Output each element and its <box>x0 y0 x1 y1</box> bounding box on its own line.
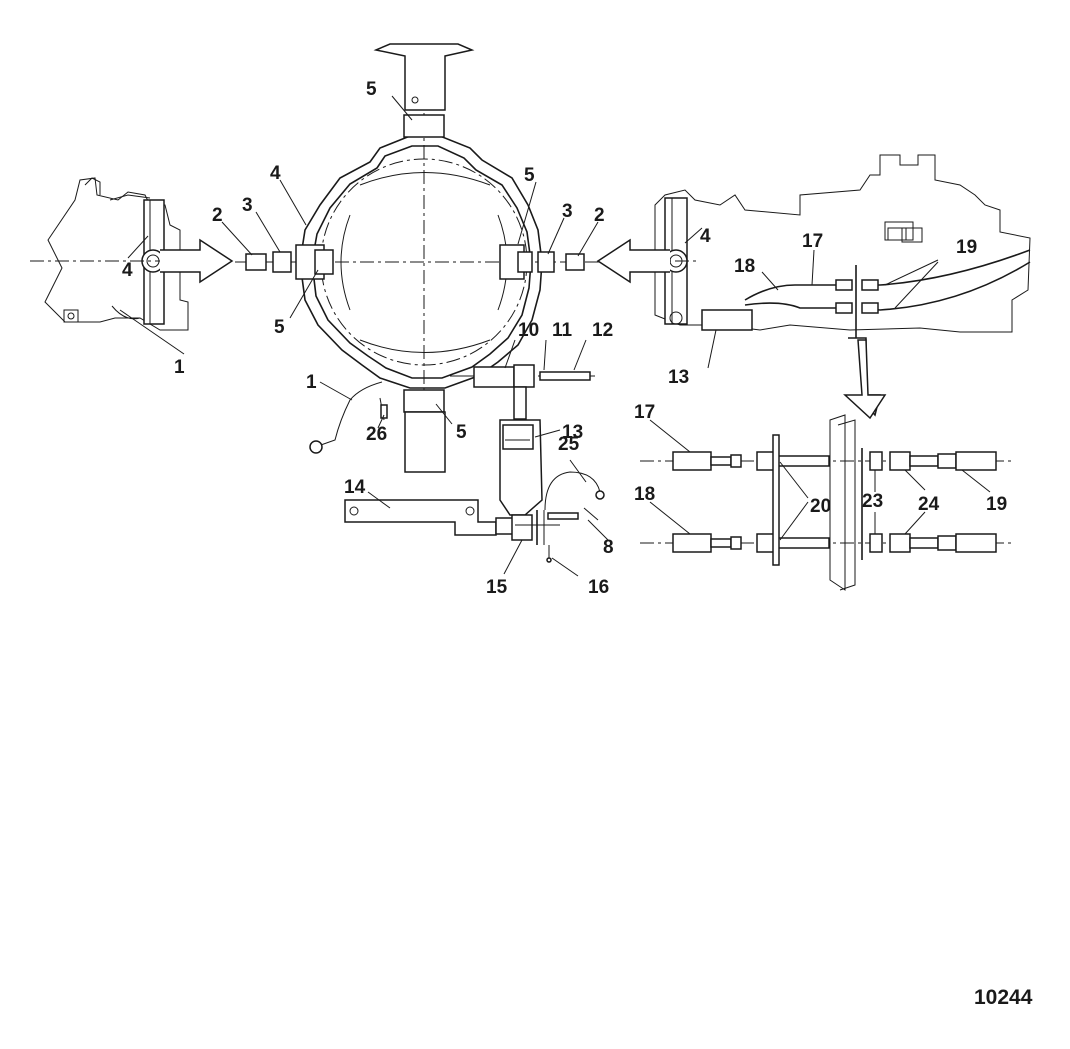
callout-14: 14 <box>344 477 366 498</box>
callout-labels: 1 1 2 2 3 3 4 4 4 5 5 5 5 8 10 11 12 13 … <box>122 79 1007 598</box>
right-engine-assembly <box>596 154 1031 420</box>
callout-13-right: 13 <box>668 367 689 388</box>
left-engine-assembly <box>30 177 234 331</box>
callout-12: 12 <box>592 320 613 341</box>
callout-26: 26 <box>366 424 387 445</box>
callout-13-center: 13 <box>562 422 583 443</box>
figure-id: 10244 <box>974 986 1033 1009</box>
callout-16: 16 <box>588 577 609 598</box>
callout-2-right: 2 <box>594 205 605 226</box>
callout-8: 8 <box>603 537 614 558</box>
callout-11: 11 <box>552 320 573 341</box>
callout-1-left: 1 <box>174 357 185 378</box>
callout-18-top: 18 <box>734 256 755 277</box>
callout-2-left: 2 <box>212 205 223 226</box>
callout-5-left: 5 <box>274 317 285 338</box>
callout-10: 10 <box>518 320 539 341</box>
callout-17-top: 17 <box>802 231 823 252</box>
callout-17-detail: 17 <box>634 402 655 423</box>
callout-20: 20 <box>810 496 831 517</box>
callout-5-right: 5 <box>524 165 535 186</box>
gimbal-ring-assembly <box>235 43 600 473</box>
callout-25: 25 <box>558 434 580 455</box>
callout-1-center: 1 <box>306 372 317 393</box>
cable-detail-view <box>640 414 1012 591</box>
callout-15: 15 <box>486 577 508 598</box>
callout-4-center: 4 <box>270 163 281 184</box>
callout-3-left: 3 <box>242 195 253 216</box>
callout-4-right: 4 <box>700 226 711 247</box>
callout-19-top: 19 <box>956 237 977 258</box>
callout-5-bottom: 5 <box>456 422 467 443</box>
callout-3-right: 3 <box>562 201 573 222</box>
leader-lines <box>119 95 991 577</box>
callout-18-detail: 18 <box>634 484 655 505</box>
callout-4-left: 4 <box>122 260 133 281</box>
trim-sender-assembly <box>309 364 605 563</box>
callout-24: 24 <box>918 494 940 515</box>
callout-23: 23 <box>862 491 883 512</box>
callout-19-detail: 19 <box>986 494 1007 515</box>
callout-5-top: 5 <box>366 79 377 100</box>
